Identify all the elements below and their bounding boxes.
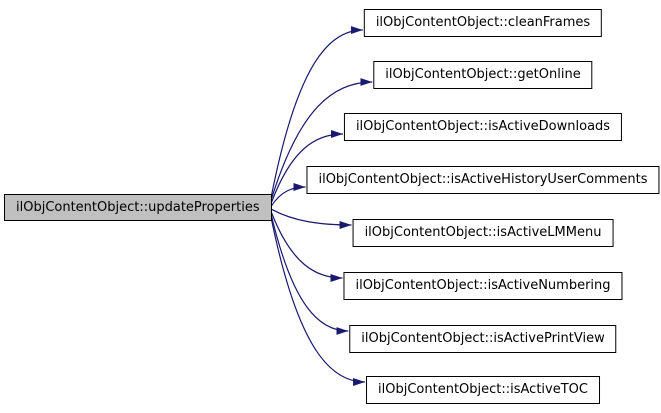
call-edge bbox=[271, 219, 366, 386]
called-function-node[interactable]: ilObjContentObject::getOnline bbox=[373, 61, 593, 89]
call-edge bbox=[271, 183, 306, 207]
call-edge bbox=[271, 212, 343, 282]
call-edge bbox=[271, 216, 349, 335]
call-edge bbox=[271, 208, 352, 229]
called-function-node[interactable]: ilObjContentObject::isActiveDownloads bbox=[343, 113, 623, 141]
source-function-node: ilObjContentObject::updateProperties bbox=[4, 194, 272, 221]
called-function-node[interactable]: ilObjContentObject::isActivePrintView bbox=[349, 325, 617, 353]
called-function-node[interactable]: ilObjContentObject::isActiveLMMenu bbox=[352, 219, 614, 247]
called-function-node[interactable]: ilObjContentObject::isActiveNumbering bbox=[343, 272, 623, 300]
called-function-node[interactable]: ilObjContentObject::isActiveTOC bbox=[366, 376, 600, 404]
called-function-node[interactable]: ilObjContentObject::cleanFrames bbox=[363, 9, 603, 37]
called-function-node[interactable]: ilObjContentObject::isActiveHistoryUserC… bbox=[306, 166, 660, 194]
